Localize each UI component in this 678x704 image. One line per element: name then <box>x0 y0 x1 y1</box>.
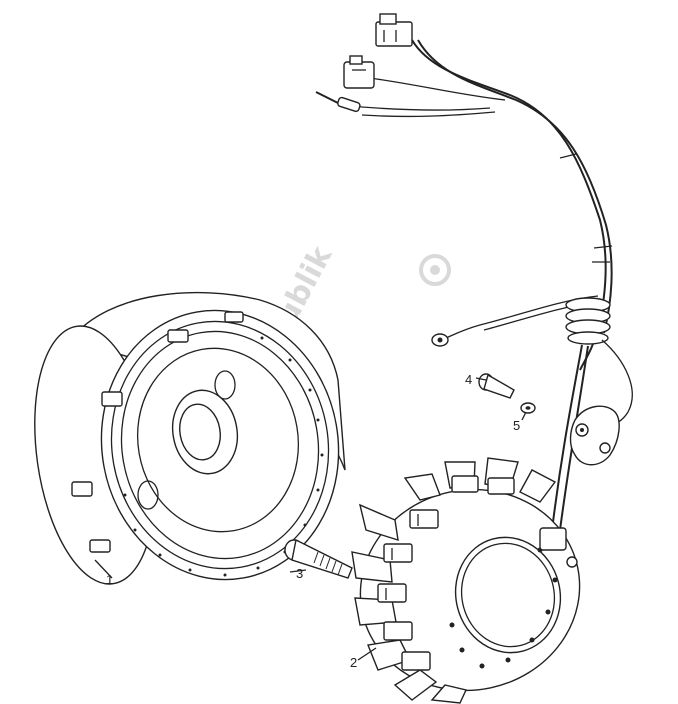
stator <box>351 457 581 704</box>
flywheel-rotor <box>34 291 346 585</box>
callout-3: 3 <box>296 566 303 581</box>
washer <box>520 402 536 421</box>
harness-connector-top <box>375 13 413 47</box>
callout-5: 5 <box>513 418 520 433</box>
callout-2: 2 <box>350 655 357 670</box>
harness-bullet-terminal <box>315 91 361 113</box>
pickup-sensor <box>569 405 620 466</box>
callout-1: 1 <box>106 572 113 587</box>
callout-4: 4 <box>465 372 472 387</box>
stator-bolt <box>284 538 353 579</box>
harness-connector-mid <box>343 55 375 89</box>
ground-ring-terminal <box>431 295 599 347</box>
harness-band <box>559 153 613 263</box>
pickup-bolt <box>475 373 515 399</box>
harness-grommet <box>565 297 611 345</box>
watermark-gear-icon <box>419 254 451 286</box>
wiring-harness <box>315 13 633 531</box>
